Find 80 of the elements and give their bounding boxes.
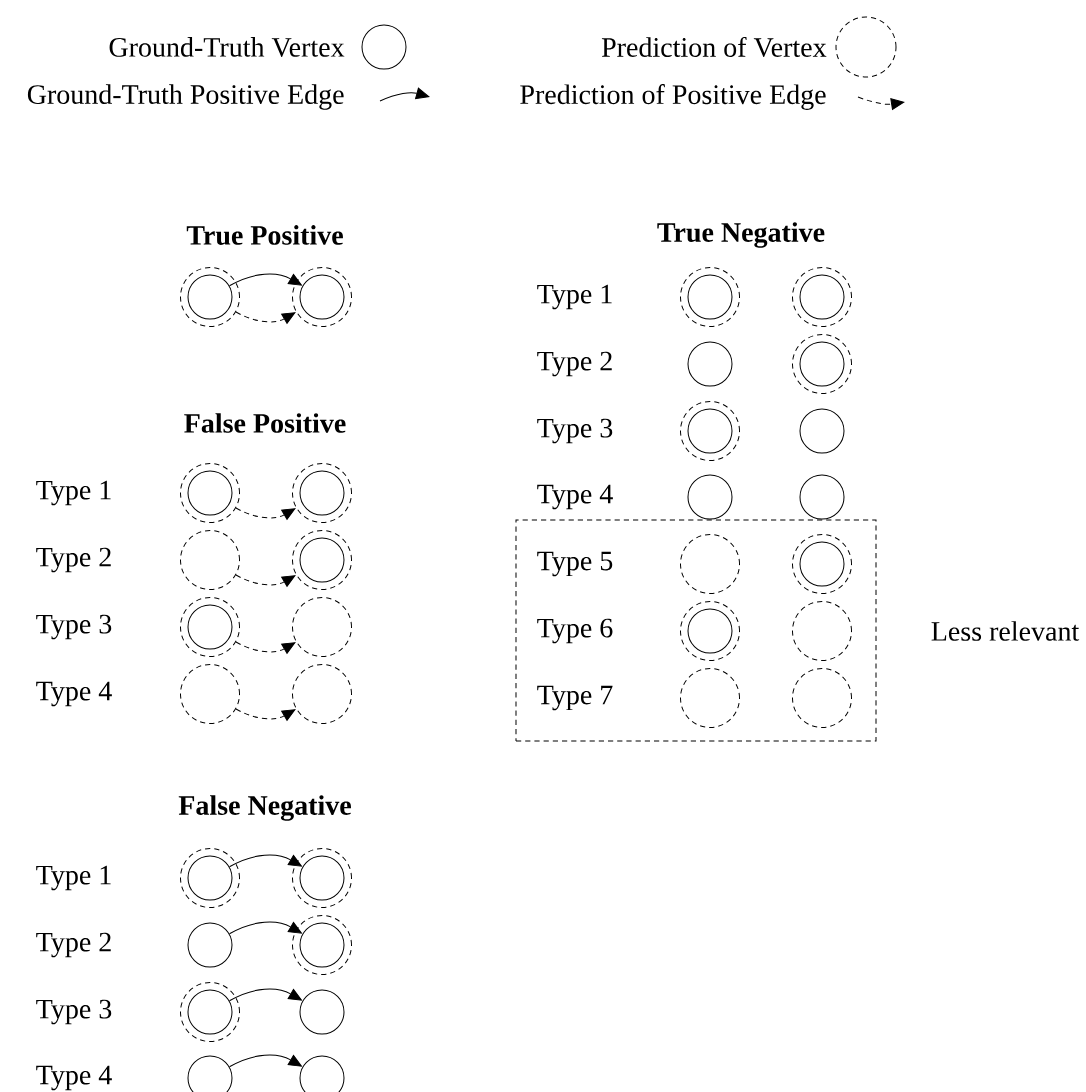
prediction-ring: [680, 601, 740, 661]
arrow: [235, 507, 296, 520]
row-label: Type 3: [537, 418, 613, 444]
prediction-ring: [180, 664, 240, 724]
vertex-circle: [799, 408, 845, 454]
row-label: Type 7: [537, 685, 613, 711]
vertex-circle: [299, 274, 345, 320]
vertex-circle: [687, 474, 733, 520]
prediction-ring: [792, 534, 852, 594]
row-label: Type 4: [36, 1065, 112, 1091]
vertex-circle: [187, 604, 233, 650]
row-label: Type 4: [537, 484, 613, 510]
row-label: Type 3: [36, 614, 112, 640]
prediction-ring: [292, 664, 352, 724]
prediction-ring: [792, 601, 852, 661]
arrow: [235, 311, 296, 324]
vertex-circle: [687, 274, 733, 320]
section-heading: True Negative: [657, 222, 825, 248]
prediction-ring: [680, 668, 740, 728]
vertex-circle: [799, 274, 845, 320]
section-heading: True Positive: [186, 225, 343, 245]
prediction-ring: [180, 463, 240, 523]
vertex-circle: [187, 855, 233, 901]
arrow: [235, 574, 296, 587]
vertex-circle: [299, 989, 345, 1035]
vertex-circle: [799, 341, 845, 387]
row-label: Type 1: [537, 284, 612, 310]
prediction-ring: [680, 267, 740, 327]
prediction-ring: [292, 597, 352, 657]
arrow: [229, 921, 302, 935]
arrow: [235, 708, 296, 721]
arrow: [229, 273, 302, 287]
row-label: Type 2: [36, 932, 111, 958]
prediction-ring: [680, 534, 740, 594]
vertex-circle: [299, 537, 345, 583]
prediction-ring: [180, 597, 240, 657]
section-heading: False Positive: [184, 413, 346, 433]
prediction-ring: [180, 982, 240, 1042]
arrow: [229, 988, 302, 1002]
row-label: Type 3: [36, 999, 112, 1025]
vertex-circle: [299, 470, 345, 516]
arrow: [235, 641, 296, 654]
prediction-ring: [792, 334, 852, 394]
prediction-ring: [680, 401, 740, 461]
vertex-circle: [687, 408, 733, 454]
row-label: Type 5: [537, 551, 613, 577]
vertex-circle: [687, 608, 733, 654]
section-heading: False Negative: [178, 795, 351, 821]
arrow: [229, 854, 302, 868]
prediction-ring: [292, 530, 352, 590]
vertex-circle: [187, 470, 233, 516]
legend-text: Prediction of Vertex: [601, 36, 827, 58]
legend-text: Ground-Truth Positive Edge: [27, 84, 344, 110]
vertex-circle: [799, 541, 845, 587]
prediction-ring: [292, 848, 352, 908]
vertex-circle: [799, 474, 845, 520]
row-label: Type 1: [36, 480, 111, 506]
legend-text: Ground-Truth Vertex: [109, 37, 345, 57]
prediction-ring: [792, 668, 852, 728]
vertex-circle: [299, 922, 345, 968]
row-label: Type 2: [537, 351, 612, 377]
prediction-ring: [180, 848, 240, 908]
row-label: Type 1: [36, 865, 111, 891]
prediction-ring: [292, 463, 352, 523]
prediction-ring: [292, 915, 352, 975]
prediction-ring: [180, 530, 240, 590]
row-label: Type 4: [36, 681, 112, 707]
row-label: Type 6: [537, 618, 613, 644]
prediction-ring: [292, 267, 352, 327]
vertex-circle: [687, 341, 733, 387]
vertex-circle: [187, 989, 233, 1035]
vertex-circle: [299, 855, 345, 901]
prediction-ring: [180, 267, 240, 327]
side-label: Less relevant: [931, 621, 1080, 641]
vertex-circle: [187, 922, 233, 968]
vertex-circle: [187, 274, 233, 320]
prediction-ring: [792, 267, 852, 327]
row-label: Type 2: [36, 547, 111, 573]
arrow: [229, 1054, 302, 1068]
legend-text: Prediction of Positive Edge: [520, 84, 826, 110]
